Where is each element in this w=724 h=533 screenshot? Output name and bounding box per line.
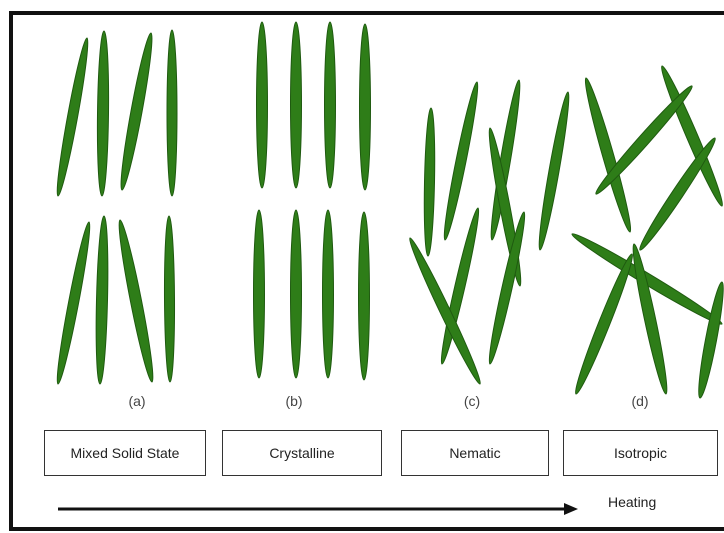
rod-molecule [53,37,92,197]
rod-molecule [359,212,370,380]
phase-d-molecules [569,64,724,399]
rod-molecule [423,108,436,256]
rod-molecule [291,210,302,378]
rod-molecule [571,252,637,396]
phase-letter-a: (a) [117,393,157,409]
rod-molecule [115,219,158,383]
rod-molecule [97,31,110,196]
phase-letter-d: (d) [620,393,660,409]
rod-molecule [657,64,724,208]
rod-molecule [535,91,573,251]
state-box-nematic: Nematic [401,430,549,476]
rod-molecule [95,216,110,384]
rod-molecule [257,22,268,188]
phase-c-molecules [405,79,572,386]
rod-molecule [291,22,302,188]
rod-molecule [360,24,371,190]
rod-molecule [325,22,336,188]
phase-a-molecules [53,30,177,385]
rod-molecule [635,135,719,253]
rod-molecule [629,243,672,395]
rod-molecule [167,30,177,196]
state-box-isotropic: Isotropic [563,430,718,476]
rod-molecule [117,32,157,191]
phase-letter-c: (c) [452,393,492,409]
state-box-crystalline: Crystalline [222,430,382,476]
rod-molecule [164,216,175,382]
rod-molecule [695,281,724,399]
rod-molecule [254,210,265,378]
rod-molecule [323,210,334,378]
rod-molecule [53,221,94,385]
state-box-mixed-solid: Mixed Solid State [44,430,206,476]
rod-molecule [405,236,484,386]
heating-label: Heating [608,494,656,510]
phase-b-molecules [254,22,371,380]
phase-letter-b: (b) [274,393,314,409]
